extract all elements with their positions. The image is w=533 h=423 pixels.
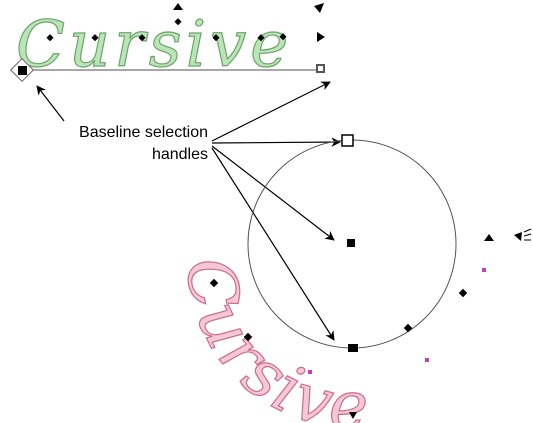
callout-line1: Baseline selection	[79, 124, 208, 141]
callout-arrow-circle-center	[211, 145, 335, 241]
arc-cursive-text: Cursive	[170, 252, 372, 423]
arc-accent-nodes	[308, 268, 486, 374]
circle-baseline-object[interactable]	[247, 134, 457, 352]
arc-slant-arrow-handle[interactable]	[514, 232, 522, 241]
callout-line2: handles	[152, 146, 208, 163]
top-end-handle[interactable]	[316, 64, 325, 73]
callout-arrow-top-start	[36, 85, 65, 122]
arc-stitch-nodes	[209, 278, 468, 342]
arc-rotate-icon[interactable]	[523, 228, 532, 241]
arc-text-object[interactable]: Cursive	[169, 228, 532, 423]
top-stitch-nodes	[46, 18, 287, 42]
arc-height-arrow-handle[interactable]	[484, 234, 494, 241]
callout-arrow-top-end	[211, 81, 331, 142]
top-cursive-text: Cursive	[16, 8, 292, 82]
circle-center-handle[interactable]	[347, 239, 355, 247]
callout: Baseline selection handles	[36, 81, 341, 341]
top-text-object[interactable]: Cursive	[9, 3, 325, 83]
arc-spacing-arrow-handle[interactable]	[349, 412, 357, 419]
callout-arrow-circle-top	[211, 137, 341, 147]
arc-cursive-textpath: Cursive	[169, 252, 369, 423]
circle-bottom-handle[interactable]	[348, 344, 358, 352]
top-spacing-arrow-handle[interactable]	[317, 32, 325, 42]
top-start-handle[interactable]	[9, 57, 35, 83]
top-height-arrow-handle[interactable]	[173, 3, 183, 10]
callout-arrow-circle-bottom	[211, 147, 335, 341]
circle-top-handle[interactable]	[341, 134, 354, 147]
top-slant-arrow-handle[interactable]	[314, 3, 324, 13]
